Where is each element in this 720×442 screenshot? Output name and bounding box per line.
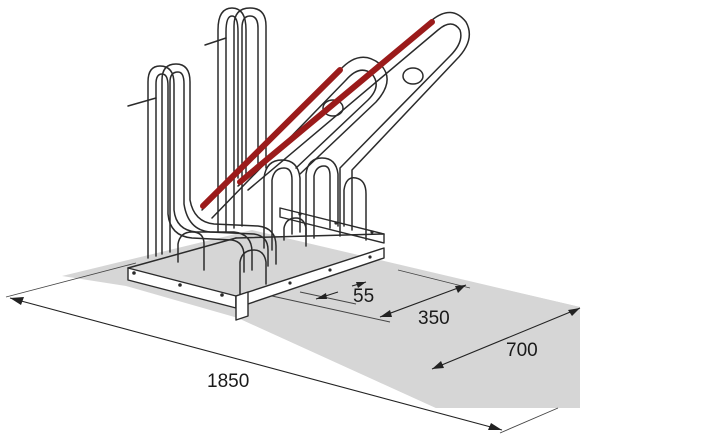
- ground-footprint-front: [238, 270, 580, 408]
- dimension-label-depth: 700: [506, 340, 538, 361]
- dimension-55: [299, 281, 367, 305]
- dimension-350: [271, 269, 471, 323]
- tube-end-opening: [322, 99, 344, 117]
- dimension-label-gap: 55: [353, 286, 375, 307]
- dimension-700: [431, 307, 581, 370]
- wheel-loops: [177, 157, 367, 295]
- rear-tall-holder-right: [233, 7, 267, 229]
- rear-frame-rail: [279, 207, 385, 244]
- front-holder-left: [127, 65, 253, 273]
- base-frame: [127, 233, 385, 321]
- dimension-label-spacing: 350: [418, 308, 450, 329]
- angled-holder-rear: [237, 11, 471, 237]
- rear-tall-holder-left: [204, 7, 247, 233]
- tube-end-opening: [402, 67, 424, 85]
- dimension-label-length: 1850: [207, 371, 250, 392]
- dimension-1850: [5, 262, 559, 434]
